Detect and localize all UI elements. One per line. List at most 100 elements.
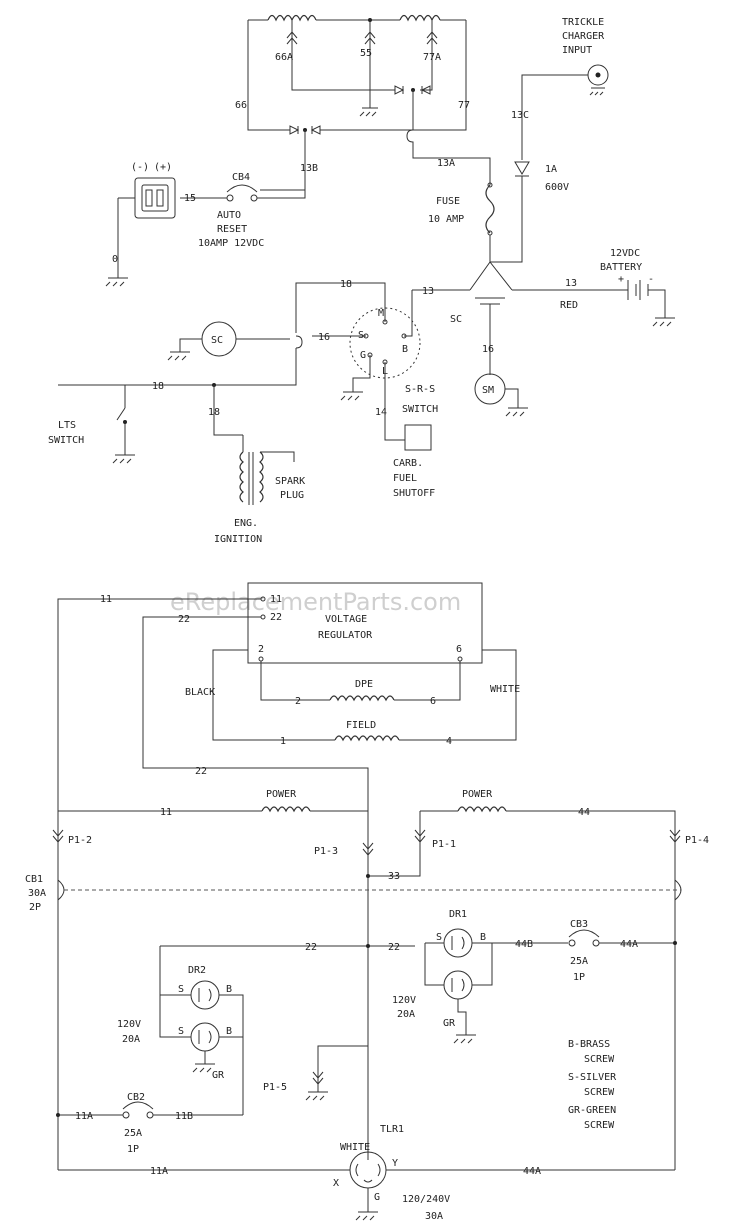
label-w44b: 44B <box>515 939 533 950</box>
label-red: RED <box>560 300 578 311</box>
label-12vdc: 12VDC <box>610 248 640 259</box>
legend-b: B-BRASS <box>568 1039 610 1050</box>
label-lts: LTS <box>58 420 76 431</box>
label-field-1: 1 <box>280 736 286 747</box>
label-charger: CHARGER <box>562 31 605 42</box>
label-srs: S-R-S <box>405 384 435 395</box>
receptacle-dr1 <box>424 928 493 1044</box>
label-w22: 22 <box>178 614 190 625</box>
label-66: 66 <box>235 100 247 111</box>
label-p12: P1-2 <box>68 835 92 846</box>
label-batt-minus: - <box>648 274 654 285</box>
label-66a: 66A <box>275 52 293 63</box>
label-battery: BATTERY <box>600 262 642 273</box>
label-16: 16 <box>318 332 330 343</box>
label-batt-plus: + <box>618 274 624 285</box>
starter-contactor <box>412 261 620 375</box>
label-plug-minus: (-) <box>131 162 149 173</box>
label-sc: SC <box>211 335 223 346</box>
label-77: 77 <box>458 100 470 111</box>
battery <box>620 280 675 327</box>
label-dr2-20a: 20A <box>122 1034 140 1045</box>
label-tlr-white: WHITE <box>340 1142 370 1153</box>
label-w44a: 44A <box>620 939 638 950</box>
label-w11b: 11 <box>160 807 172 818</box>
label-vr-voltage: VOLTAGE <box>325 614 367 625</box>
label-tlr-y: Y <box>392 1158 398 1169</box>
label-10amp-12vdc: 10AMP 12VDC <box>198 238 264 249</box>
label-trickle: TRICKLE <box>562 17 604 28</box>
label-13-srs: 13 <box>422 286 434 297</box>
label-w11b2: 11B <box>175 1111 193 1122</box>
label-dr2: DR2 <box>188 965 206 976</box>
trickle-charger-input <box>587 64 609 96</box>
label-w44: 44 <box>578 807 590 818</box>
label-w22d: 22 <box>388 942 400 953</box>
label-18-lts: 18 <box>152 381 164 392</box>
label-w33: 33 <box>388 871 400 882</box>
label-p11: P1-1 <box>432 839 456 850</box>
label-dr1-120v: 120V <box>392 995 416 1006</box>
starter-motor <box>474 373 528 417</box>
legend-s-screw: SCREW <box>584 1087 615 1098</box>
label-p13: P1-3 <box>314 846 338 857</box>
label-cb2-1p: 1P <box>127 1144 139 1155</box>
label-srs-b: B <box>402 344 408 355</box>
label-power-right: POWER <box>462 789 493 800</box>
label-auto: AUTO <box>217 210 241 221</box>
label-600v: 600V <box>545 182 569 193</box>
label-plug: PLUG <box>280 490 304 501</box>
label-vr-regulator: REGULATOR <box>318 630 373 641</box>
label-cb2-25a: 25A <box>124 1128 142 1139</box>
label-w11a2: 11A <box>150 1166 168 1177</box>
label-vr-t11: 11 <box>270 594 282 605</box>
label-0: 0 <box>112 254 118 265</box>
label-14: 14 <box>375 407 387 418</box>
label-lts-switch: SWITCH <box>48 435 84 446</box>
cb4-breaker <box>226 184 258 202</box>
label-dpe: DPE <box>355 679 373 690</box>
label-cb1-30a: 30A <box>28 888 46 899</box>
label-w11: 11 <box>100 594 112 605</box>
label-sm: SM <box>482 385 494 396</box>
label-tlr1: TLR1 <box>380 1124 404 1135</box>
label-dr1-b: B <box>480 932 486 943</box>
label-13a: 13A <box>437 158 455 169</box>
legend: B-BRASS SCREW S-SILVER SCREW GR-GREEN SC… <box>568 1039 617 1131</box>
label-power-left: POWER <box>266 789 297 800</box>
stator-windings <box>247 14 467 131</box>
diode-1a <box>514 161 530 177</box>
label-dr2-gr: GR <box>212 1070 225 1081</box>
label-dr2-b1: B <box>226 984 232 995</box>
label-input: INPUT <box>562 45 592 56</box>
label-spark: SPARK <box>275 476 305 487</box>
receptacle-dr2 <box>159 946 244 1115</box>
label-shutoff: SHUTOFF <box>393 488 435 499</box>
ground-plug <box>105 277 128 287</box>
label-p14: P1-4 <box>685 835 709 846</box>
legend-gr-screw: SCREW <box>584 1120 615 1131</box>
label-tlr-x: X <box>333 1178 339 1189</box>
cb2-breaker <box>122 1101 154 1119</box>
label-vr-t22: 22 <box>270 612 282 623</box>
label-cb2: CB2 <box>127 1092 145 1103</box>
label-w22c: 22 <box>305 942 317 953</box>
label-sc-contactor: SC <box>450 314 462 325</box>
label-eng: ENG. <box>234 518 258 529</box>
label-plug-plus: (+) <box>154 162 172 173</box>
label-srs-g: G <box>360 350 366 361</box>
label-dr2-120v: 120V <box>117 1019 141 1030</box>
label-ignition: IGNITION <box>214 534 262 545</box>
dc-receptacle <box>134 177 176 219</box>
carb-fuel-shutoff <box>404 424 432 451</box>
sc-solenoid <box>167 321 290 361</box>
label-55: 55 <box>360 48 372 59</box>
ground-55 <box>359 107 378 117</box>
receptacle-tlr1 <box>58 1151 675 1221</box>
legend-b-screw: SCREW <box>584 1054 615 1065</box>
label-cb4: CB4 <box>232 172 250 183</box>
label-black: BLACK <box>185 687 215 698</box>
label-field-4: 4 <box>446 736 452 747</box>
